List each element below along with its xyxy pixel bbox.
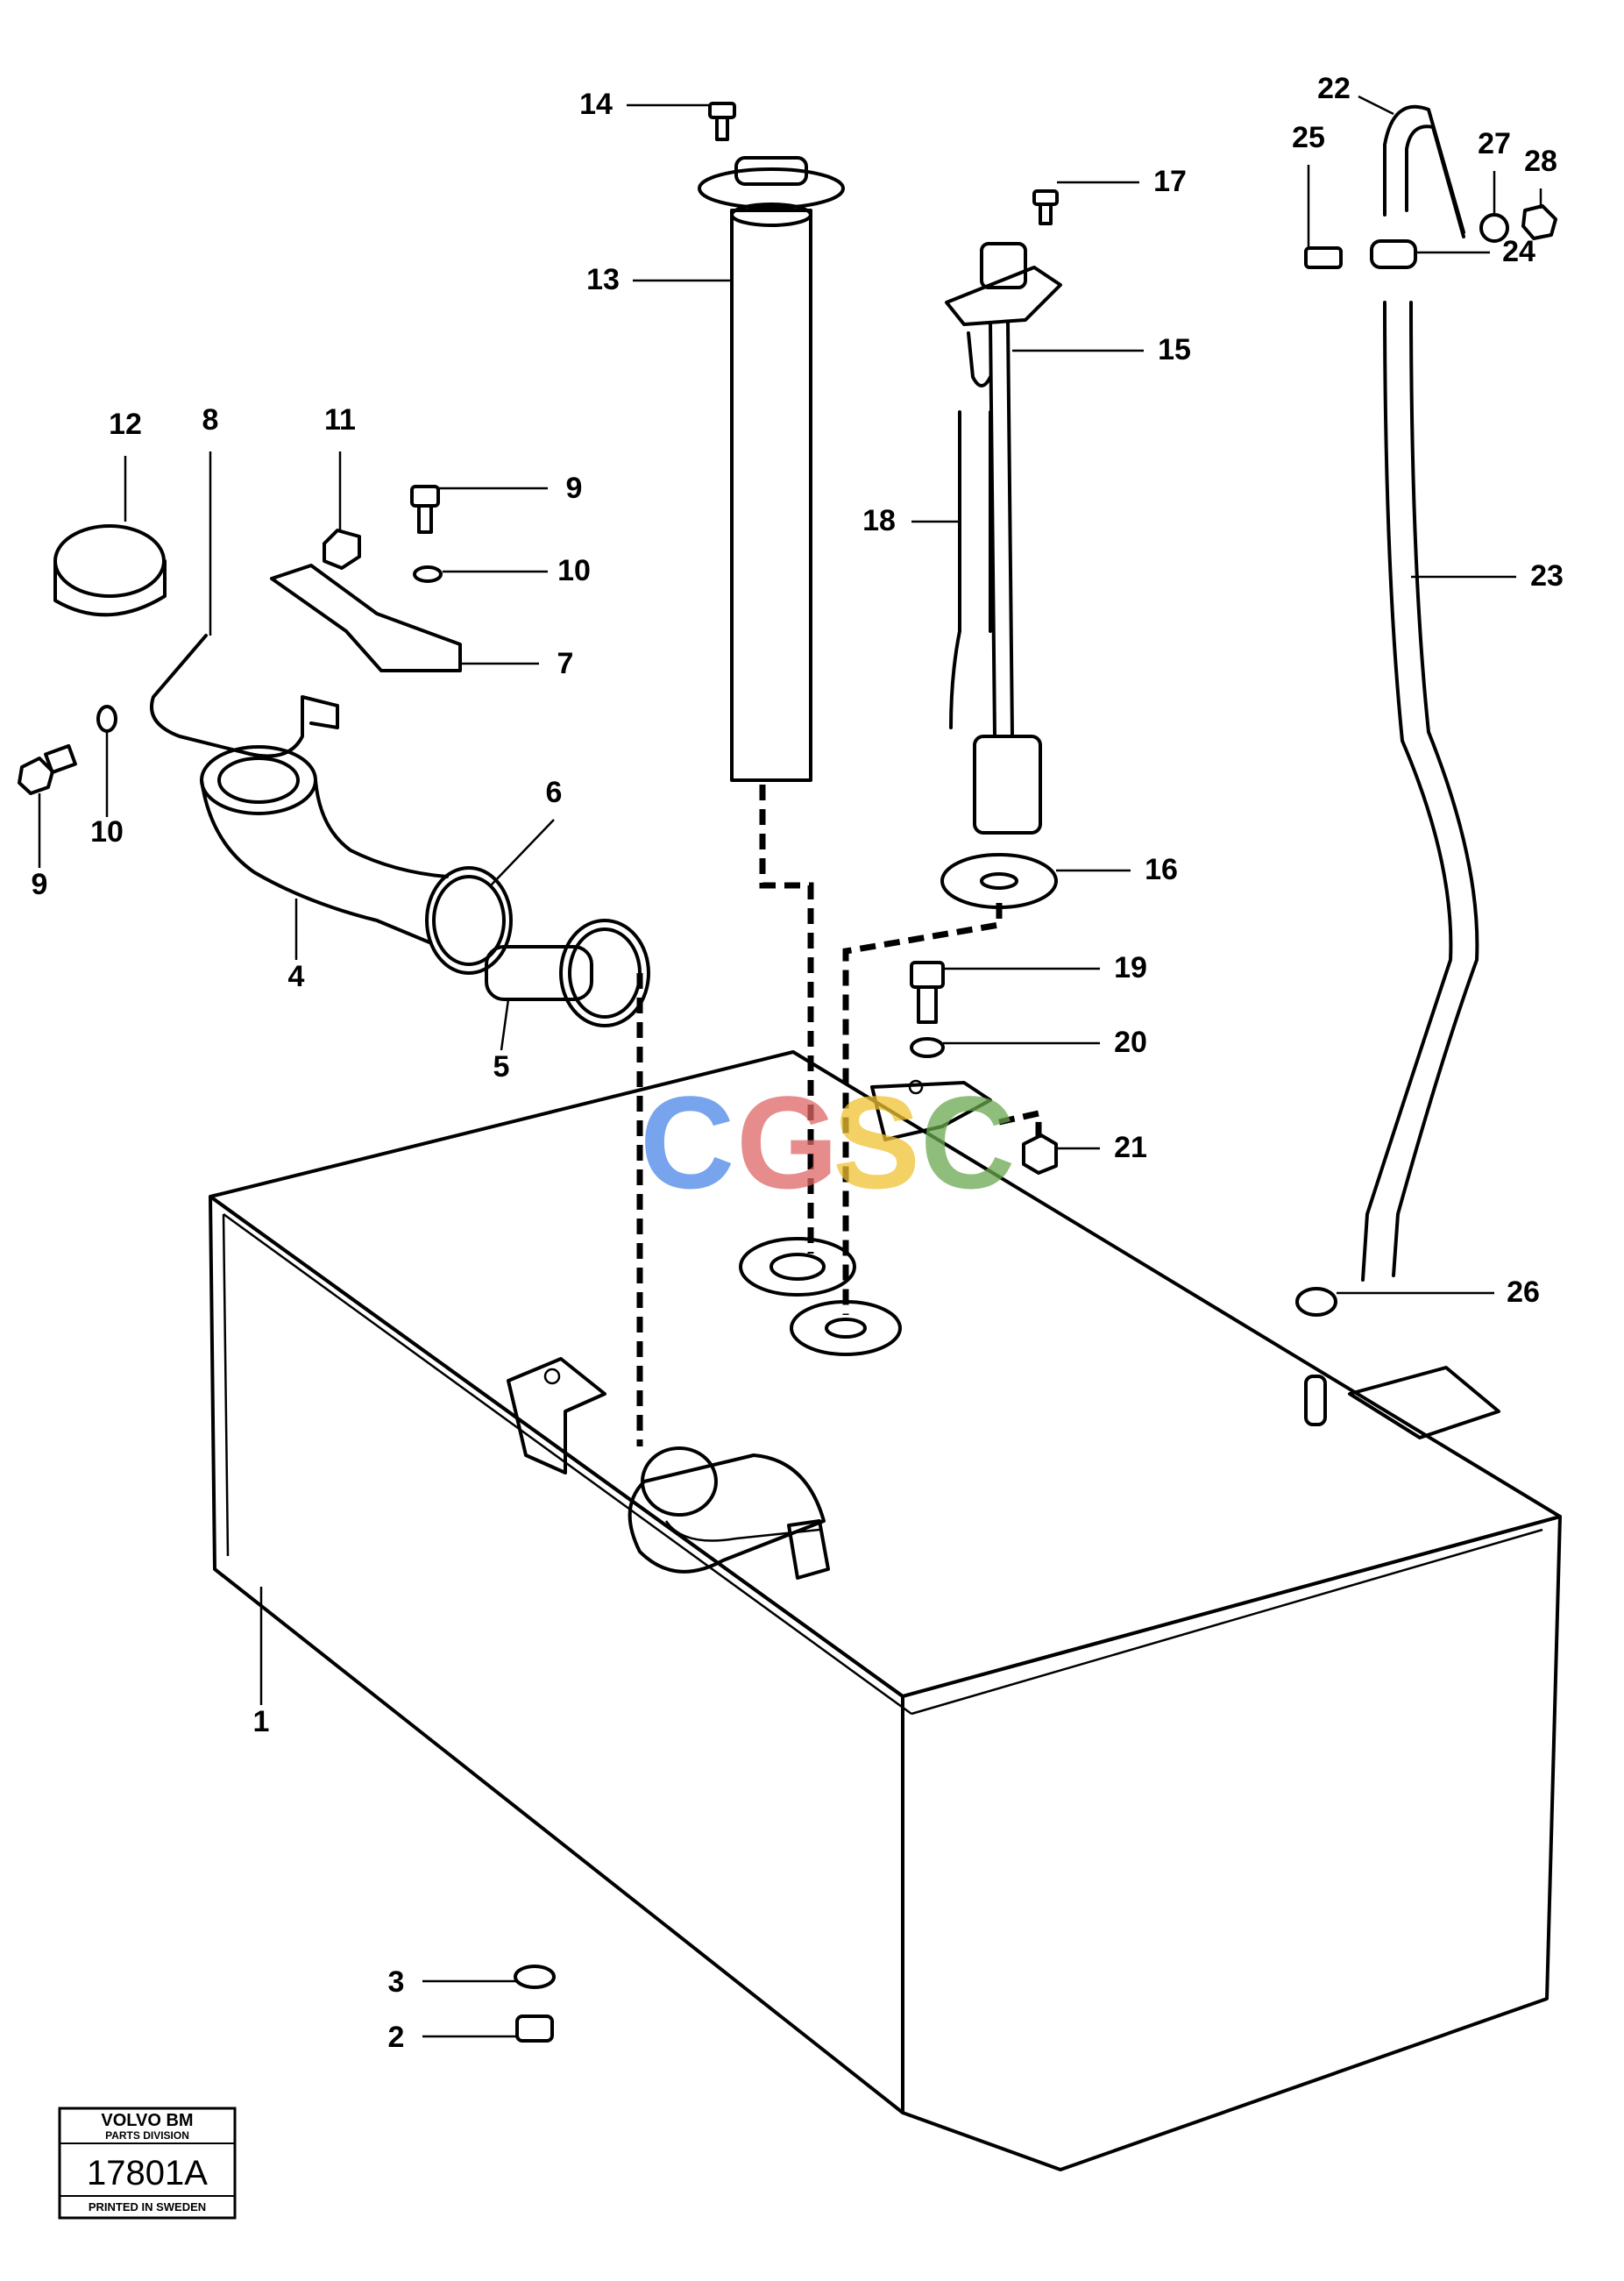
callout-label-c9a: 9	[566, 472, 583, 505]
washer-10-right	[413, 565, 443, 583]
callout-label-c10a: 10	[557, 554, 591, 587]
retaining-strap	[150, 634, 339, 758]
filler-assembly	[18, 485, 650, 1027]
fuel-tank	[209, 1050, 1562, 2171]
drain-fittings	[514, 1965, 556, 2043]
leader-line-c6	[490, 819, 555, 886]
callout-label-c5: 5	[493, 1050, 510, 1084]
stamp-printed: PRINTED IN SWEDEN	[89, 2200, 206, 2213]
watermark-letter: G	[736, 1069, 839, 1216]
stamp-division: PARTS DIVISION	[105, 2129, 189, 2142]
parts-stamp: VOLVO BM PARTS DIVISION 17801A PRINTED I…	[58, 2107, 237, 2220]
callout-label-c22: 22	[1317, 72, 1351, 105]
callout-label-c23: 23	[1530, 559, 1564, 593]
callout-label-c7: 7	[557, 647, 574, 680]
filler-cap	[53, 524, 167, 617]
callout-layer: 1234567899101011121314151617181920212223…	[32, 72, 1564, 2054]
callout-label-c2: 2	[388, 2021, 405, 2054]
callout-label-c12: 12	[109, 408, 142, 441]
callout-label-c4: 4	[288, 960, 305, 993]
callout-label-c15: 15	[1158, 333, 1191, 366]
callout-label-c1: 1	[253, 1705, 270, 1738]
callout-label-c8: 8	[202, 403, 219, 437]
callout-label-c17: 17	[1153, 165, 1187, 198]
callout-label-c13: 13	[586, 263, 620, 296]
sender-tube	[698, 102, 845, 782]
watermark-letter: C	[920, 1069, 1015, 1216]
stamp-brand: VOLVO BM	[101, 2111, 193, 2130]
callout-label-c16: 16	[1145, 853, 1178, 886]
callout-label-c28: 28	[1524, 145, 1557, 178]
callout-label-c9b: 9	[32, 868, 48, 901]
callout-label-c3: 3	[388, 1965, 405, 1999]
callout-label-c6: 6	[546, 776, 563, 809]
callout-label-c21: 21	[1114, 1131, 1147, 1164]
washer-10-left	[96, 705, 117, 733]
filler-neck	[200, 745, 449, 944]
callout-label-c18: 18	[862, 504, 896, 537]
fuel-pickup	[910, 189, 1062, 1175]
callout-label-c19: 19	[1114, 951, 1147, 984]
callout-label-c26: 26	[1507, 1276, 1540, 1309]
watermark-letter: C	[640, 1069, 734, 1216]
stamp-number: 17801A	[87, 2154, 208, 2192]
callout-label-c14: 14	[579, 88, 613, 121]
neck-bracket	[270, 564, 462, 672]
callout-label-c11: 11	[324, 403, 356, 437]
callout-label-c27: 27	[1478, 127, 1511, 160]
watermark-letter: S	[833, 1069, 920, 1216]
callout-label-c24: 24	[1502, 235, 1535, 268]
leader-line-c5	[500, 998, 510, 1051]
callout-label-c25: 25	[1292, 121, 1325, 154]
routing-lines	[636, 785, 1042, 1446]
vent-assembly	[1295, 104, 1557, 1317]
bolt-9-right	[410, 485, 440, 534]
callout-label-c10b: 10	[90, 815, 124, 849]
callout-label-c20: 20	[1114, 1026, 1147, 1059]
leader-line-c22	[1358, 95, 1394, 116]
hose-and-clamps	[425, 866, 650, 1027]
nut-11	[323, 529, 361, 570]
bolt-9-left	[18, 743, 77, 795]
